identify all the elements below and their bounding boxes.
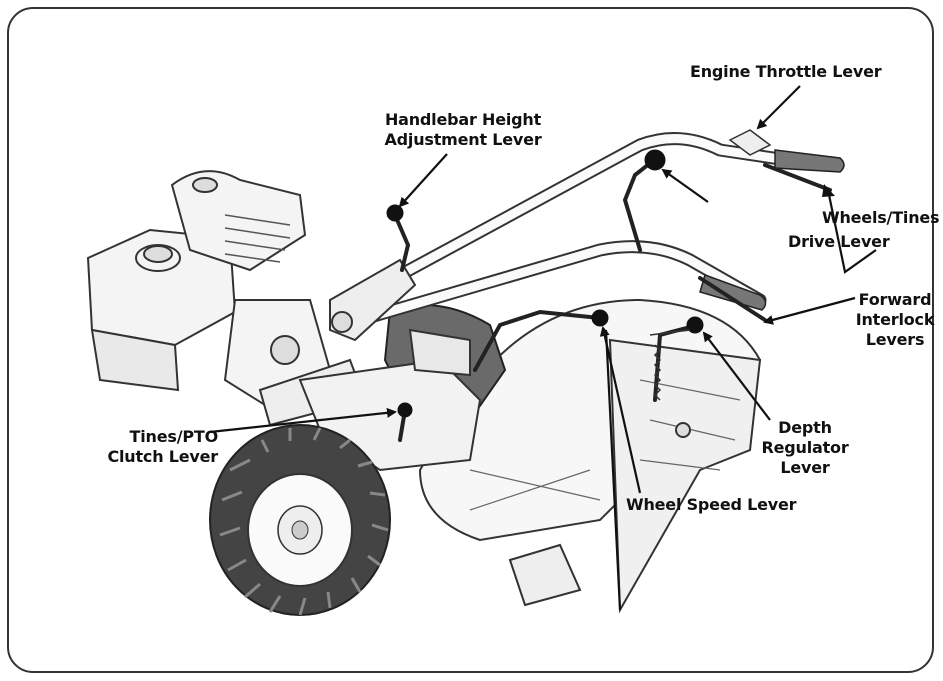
wheel-speed-arrow-1 [599,326,642,494]
interlock-knob [644,149,666,171]
callout-arrows [209,85,877,611]
wheels-tines-arrow [826,189,877,274]
tines-pto-knob [397,402,413,418]
handlebar-height-arrow [398,153,448,208]
label-wheels-tines: Wheels/Tines [822,208,940,227]
label-tines-pto-line1: Tines/PTO [129,427,219,446]
lever-rods [393,158,832,442]
depth-regulator-knob [686,316,704,334]
wheel [209,424,391,616]
label-tines-pto: Tines/PTO Clutch Lever [90,427,218,467]
handlebar-base [329,258,417,342]
handlebar-height-knob [386,204,404,222]
forward-interlock-arrow-2 [763,296,856,325]
tines-pto-arrow [209,407,397,434]
wheel-speed-knob [591,309,609,327]
lever-knobs [386,149,704,418]
label-depth-line3: Lever [780,458,830,477]
tine-hood [418,298,762,614]
label-forward-interlock: Forward Interlock Levers [850,290,940,350]
handlebar-inner [355,134,805,325]
depth-rack [649,329,691,401]
label-wheel-speed: Wheel Speed Lever [626,495,797,514]
label-forward-line1: Forward [858,290,932,309]
wheels-tines-arrowhead [822,184,835,197]
forward-interlock-arrow-1 [661,168,709,203]
label-handlebar-height-line2: Adjustment Lever [384,130,542,149]
handgrips [699,149,845,311]
label-depth-regulator: Depth Regulator Lever [755,418,855,478]
label-drive-lever: Drive Lever [788,232,890,251]
wheel-speed-arrow-2 [604,329,622,611]
engine-throttle-arrow [756,85,801,130]
label-depth-line1: Depth [778,418,832,437]
label-depth-line2: Regulator [761,438,849,457]
label-tines-pto-line2: Clutch Lever [107,447,218,466]
label-handlebar-height: Handlebar Height Adjustment Lever [383,110,543,150]
depth-regulator-arrow [702,331,771,421]
label-handlebar-height-line1: Handlebar Height [384,110,542,129]
label-forward-line2: Interlock [855,310,935,329]
throttle-lever [728,129,772,156]
label-forward-line3: Levers [865,330,925,349]
label-engine-throttle: Engine Throttle Lever [690,62,882,81]
